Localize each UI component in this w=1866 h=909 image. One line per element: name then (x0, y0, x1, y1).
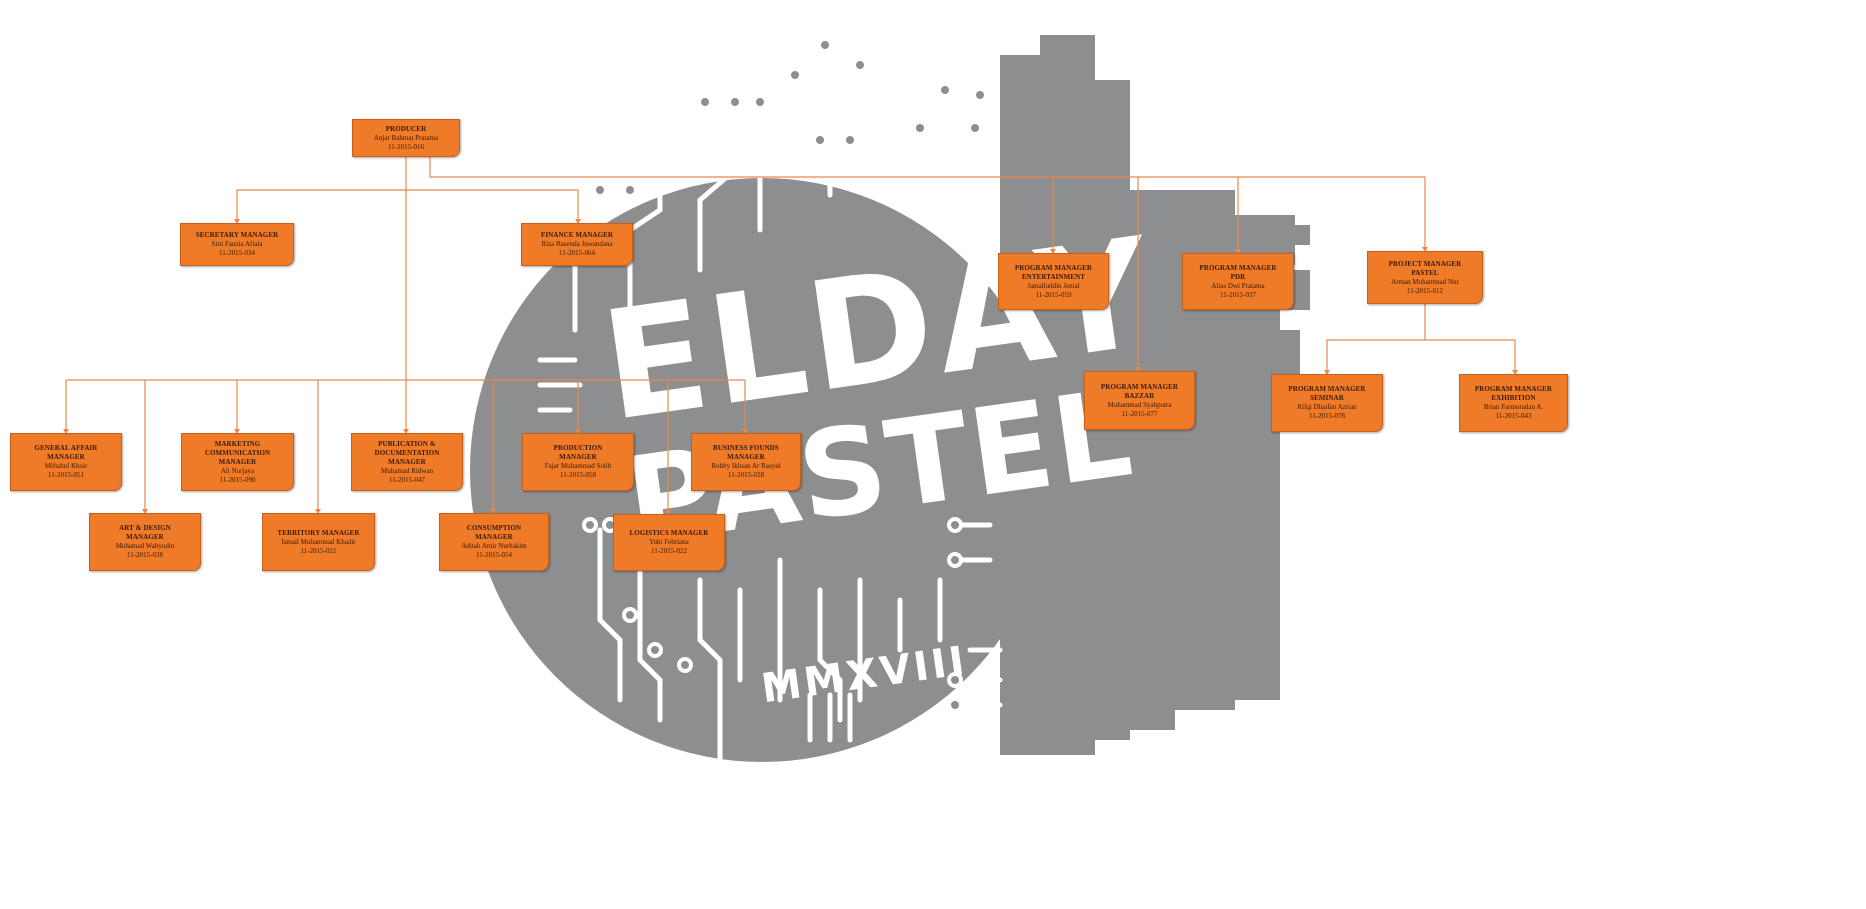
node-title: ART & DESIGN MANAGER (119, 524, 171, 541)
node-person-id: 11-2015-022 (651, 547, 687, 555)
node-person-name: Muhamad Wahyudin (115, 542, 175, 550)
node-person-id: 11-2015-058 (560, 471, 596, 479)
node-project-manager-pastel[interactable]: PROJECT MANAGER PASTEL Arman Muhammad Nu… (1367, 251, 1483, 304)
node-title: LOGISTICS MANAGER (629, 529, 709, 537)
node-person-id: 11-2015-021 (300, 546, 337, 555)
connector-producer-finance (406, 189, 579, 222)
node-program-manager-seminar[interactable]: PROGRAM MANAGER SEMINAR Rifqi Dhaifan Az… (1271, 374, 1383, 432)
node-title: PRODUCER (385, 124, 427, 133)
node-person-id: 11-2015-034 (219, 249, 255, 257)
node-person-name: Yuki Febriana (649, 538, 689, 546)
node-person-name: Muhammad Syahputra (1107, 400, 1172, 409)
node-person-name: Anjar Rahmat Pratama (373, 133, 439, 142)
node-person-name: Rifqi Dhaifan Azrian (1297, 403, 1357, 411)
connector-producer-secretary (236, 157, 407, 222)
node-title: PUBLICATION & DOCUMENTATION MANAGER (374, 439, 440, 466)
node-title: PROJECT MANAGER PASTEL (1388, 259, 1462, 277)
node-title: PRODUCTION MANAGER (553, 444, 603, 461)
node-consumption-manager[interactable]: CONSUMPTION MANAGER Aditah Amir Nurhakim… (439, 513, 549, 571)
node-producer[interactable]: PRODUCER Anjar Rahmat Pratama 11-2015-01… (352, 119, 460, 157)
node-title: TERRITORY MANAGER (277, 528, 360, 537)
node-title: FINANCE MANAGER (540, 231, 614, 239)
node-art-design-manager[interactable]: ART & DESIGN MANAGER Muhamad Wahyudin 11… (89, 513, 201, 571)
node-title: MARKETING COMMUNICATION MANAGER (204, 439, 271, 466)
node-title: GENERAL AFFAIR MANAGER (34, 444, 98, 461)
node-person-id: 11-2015-077 (1121, 409, 1158, 418)
node-person-id: 11-2015-016 (388, 142, 424, 151)
node-title: BUSINESS FOUNDS MANAGER (713, 444, 779, 461)
connector-arrowheads (63, 219, 1518, 515)
connector-producer-programs (429, 157, 1425, 178)
node-person-name: Miftahul Khoir (44, 462, 88, 470)
node-program-manager-bazzar[interactable]: PROGRAM MANAGER BAZZAR Muhammad Syahputr… (1084, 371, 1195, 430)
node-person-name: Ali Nurjaya (220, 466, 255, 475)
node-finance-manager[interactable]: FINANCE MANAGER Riza Rasenda Juwandana 1… (521, 223, 633, 266)
node-logistics-manager[interactable]: LOGISTICS MANAGER Yuki Febriana 11-2015-… (613, 514, 725, 571)
node-title: CONSUMPTION MANAGER (466, 524, 522, 541)
node-general-affair-manager[interactable]: GENERAL AFFAIR MANAGER Miftahul Khoir 11… (10, 433, 122, 491)
node-person-name: Robby Ikhsan Ar Rasyid (711, 462, 781, 470)
node-title: PROGRAM MANAGER EXHIBITION (1474, 385, 1553, 402)
node-program-manager-pdr[interactable]: PROGRAM MANAGER PDR Alias Dwi Pratama 11… (1182, 253, 1294, 310)
node-person-id: 11-2015-078 (1309, 412, 1345, 420)
node-person-id: 11-2015-012 (1407, 286, 1443, 295)
node-person-name: Arman Muhammad Nur (1391, 277, 1459, 286)
node-person-name: Alias Dwi Pratama (1211, 281, 1265, 290)
node-person-name: Fajar Muhammad Solih (544, 462, 612, 470)
node-title: PROGRAM MANAGER ENTERTAINMENT (1014, 263, 1093, 281)
node-person-id: 11-2015-064 (559, 249, 595, 257)
node-person-name: Jamalluddin Jenial (1027, 281, 1080, 290)
node-title: PROGRAM MANAGER PDR (1199, 263, 1277, 281)
node-business-founds-manager[interactable]: BUSINESS FOUNDS MANAGER Robby Ikhsan Ar … (691, 433, 801, 491)
node-person-id: 11-2015-038 (127, 551, 163, 559)
node-person-id: 11-2015-054 (476, 551, 512, 559)
connector-pastel-children (1326, 304, 1426, 373)
node-person-name: Muhamad Ridwan (381, 466, 433, 475)
node-title: PROGRAM MANAGER SEMINAR (1288, 385, 1366, 402)
node-person-name: Sitti Fauzia Afiala (211, 240, 263, 248)
circuit-nodes-graphic (582, 37, 988, 713)
node-person-id: 11-2015-090 (219, 475, 256, 484)
node-program-manager-entertainment[interactable]: PROGRAM MANAGER ENTERTAINMENT Jamalluddi… (998, 253, 1109, 310)
node-title: PROGRAM MANAGER BAZZAR (1100, 382, 1179, 400)
node-territory-manager[interactable]: TERRITORY MANAGER Ismail Muhammad Khadir… (262, 513, 375, 571)
node-person-id: 11-2015-037 (1220, 290, 1256, 299)
node-person-id: 11-2015-059 (1035, 290, 1072, 299)
node-person-id: 11-2015-028 (728, 471, 764, 479)
node-person-name: Brian Farmoradan A. (1483, 403, 1544, 411)
node-person-name: Riza Rasenda Juwandana (541, 240, 613, 248)
node-program-manager-exhibition[interactable]: PROGRAM MANAGER EXHIBITION Brian Farmora… (1459, 374, 1568, 432)
node-title: SECRETARY MANAGER (195, 231, 279, 239)
node-publication-documentation-manager[interactable]: PUBLICATION & DOCUMENTATION MANAGER Muha… (351, 433, 463, 491)
node-marketing-communication-manager[interactable]: MARKETING COMMUNICATION MANAGER Ali Nurj… (181, 433, 294, 491)
node-person-name: Ismail Muhammad Khadir (281, 537, 356, 546)
node-secretary-manager[interactable]: SECRETARY MANAGER Sitti Fauzia Afiala 11… (180, 223, 294, 266)
node-person-id: 11-2015-043 (1495, 412, 1532, 420)
node-person-id: 11-2015-051 (48, 471, 84, 479)
node-production-manager[interactable]: PRODUCTION MANAGER Fajar Muhammad Solih … (522, 433, 634, 491)
node-person-name: Aditah Amir Nurhakim (461, 542, 527, 550)
node-person-id: 11-2015-047 (389, 475, 425, 484)
